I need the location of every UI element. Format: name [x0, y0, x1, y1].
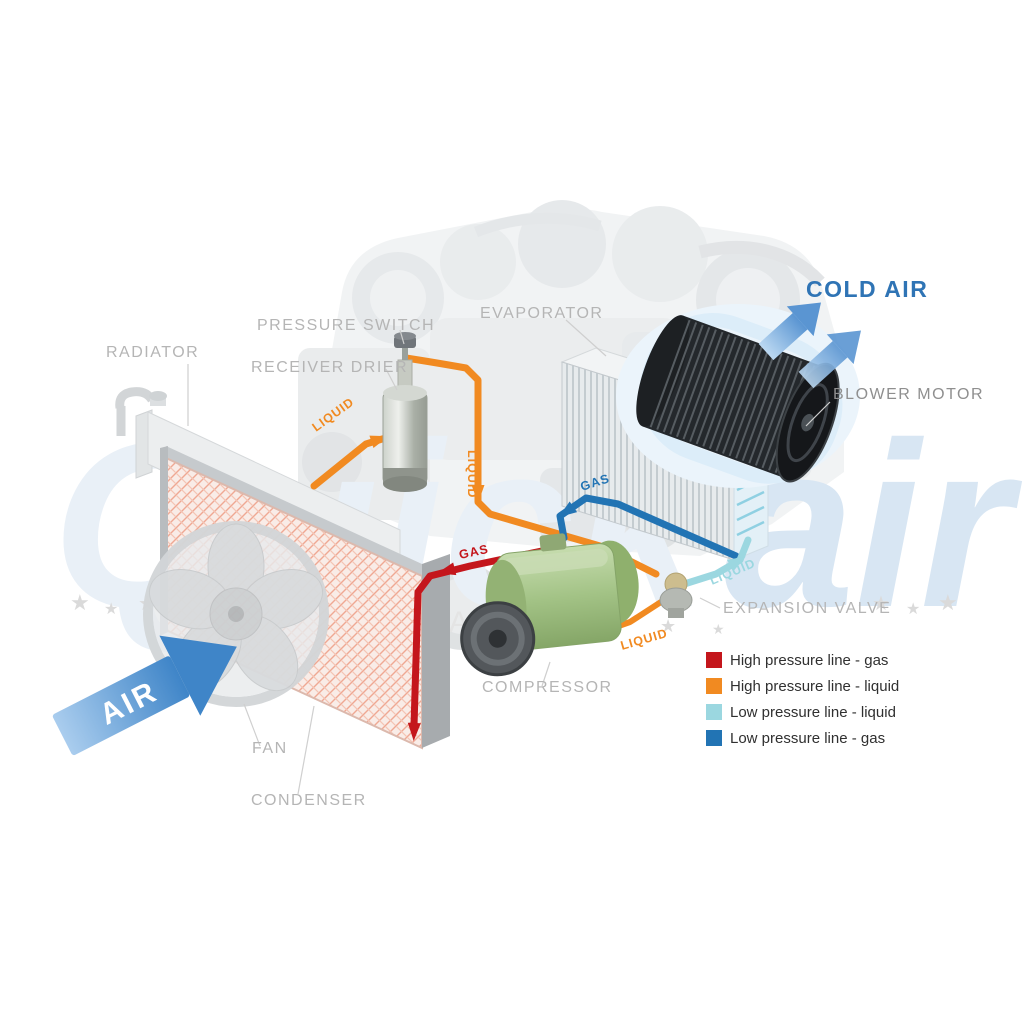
label-evaporator: EVAPORATOR: [480, 305, 603, 322]
label-pressure-switch: PRESSURE SWITCH: [257, 317, 435, 334]
cold-air-arrows: [758, 302, 861, 389]
legend-label: High pressure line - liquid: [730, 678, 899, 695]
star-icon: ★: [104, 599, 118, 618]
label-liquid-drier-down: LIQUID: [465, 450, 479, 498]
expansion-valve: [659, 572, 693, 618]
label-radiator: RADIATOR: [106, 344, 199, 361]
label-compressor: COMPRESSOR: [482, 679, 613, 696]
radiator-cap: [149, 391, 167, 401]
pressure-switch: [394, 332, 416, 360]
receiver-drier: [382, 332, 428, 492]
legend-label: Low pressure line - liquid: [730, 704, 896, 721]
legend-swatch: [706, 704, 722, 720]
star-icon: ★: [938, 591, 958, 616]
label-gas-discharge: GAS: [458, 542, 490, 562]
fan: [143, 521, 329, 707]
blower-motor: [636, 312, 843, 484]
compressor: [460, 533, 639, 677]
label-cold-air: COLD AIR: [806, 276, 928, 302]
label-blower-motor: BLOWER MOTOR: [833, 386, 984, 403]
star-icon: ★: [872, 591, 890, 615]
label-expansion-valve: EXPANSION VALVE: [723, 600, 891, 617]
star-icon: ★: [660, 616, 676, 637]
legend: High pressure line - gas High pressure l…: [706, 652, 899, 747]
legend-label: High pressure line - gas: [730, 652, 888, 669]
legend-label: Low pressure line - gas: [730, 730, 885, 747]
label-receiver-drier: RECEIVER DRIER: [251, 359, 408, 376]
pipe-valve-to-evaporator: [674, 536, 752, 590]
label-fan: FAN: [252, 740, 288, 757]
star-icon: ★: [712, 622, 725, 638]
pipe-evaporator-to-compressor: [556, 494, 740, 560]
pipe-drier-to-valve: [402, 354, 660, 578]
star-icon: ★: [70, 591, 90, 616]
legend-swatch: [706, 730, 722, 746]
leader-lines: [187, 319, 831, 795]
legend-swatch: [706, 652, 722, 668]
star-icon: ★: [906, 599, 920, 618]
label-condenser: CONDENSER: [251, 792, 367, 809]
legend-swatch: [706, 678, 722, 694]
